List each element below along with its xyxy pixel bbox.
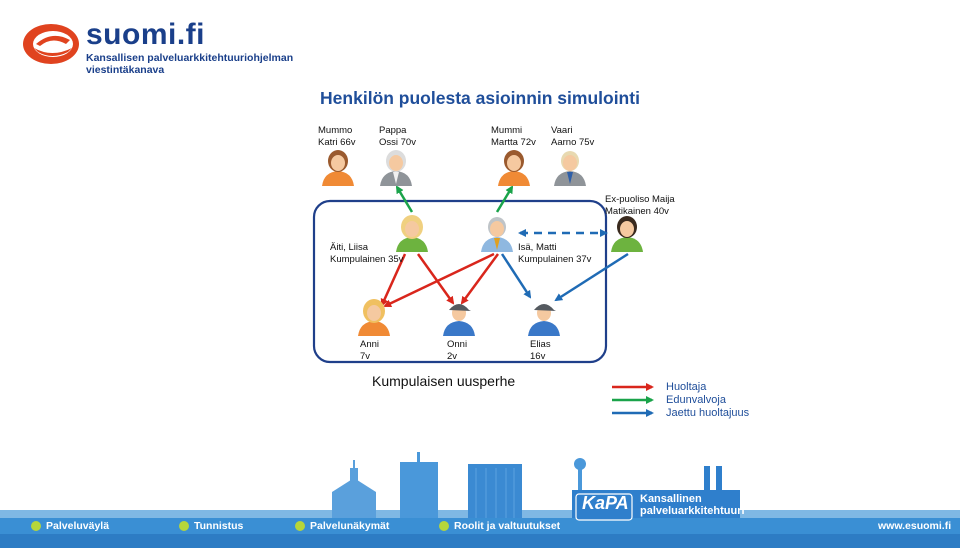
footer-palvelunakymat: Palvelunäkymät: [310, 520, 389, 532]
family-box: [314, 201, 606, 362]
arrow-liisa-to-ossi: [397, 187, 412, 212]
church-building: [332, 460, 376, 522]
label-aarno-role: Vaari: [551, 125, 594, 137]
kapa-caption: Kansallinen palveluarkkitehtuuri: [640, 493, 745, 517]
label-ossi-role: Pappa: [379, 125, 416, 137]
family-caption: Kumpulaisen uusperhe: [372, 373, 515, 389]
person-martta-avatar: [498, 150, 530, 186]
label-onni-name: Onni: [447, 339, 467, 351]
label-ossi: Pappa Ossi 70v: [379, 125, 416, 149]
label-maija-role: Ex-puoliso Maija: [605, 194, 675, 206]
footer-palveluvayla: Palveluväylä: [46, 520, 109, 532]
label-katri: Mummo Katri 66v: [318, 125, 356, 149]
label-aarno-name: Aarno 75v: [551, 137, 594, 149]
label-onni: Onni 2v: [447, 339, 467, 363]
person-onni-avatar: [443, 304, 475, 336]
label-martta-name: Martta 72v: [491, 137, 536, 149]
label-liisa: Äiti, Liisa Kumpulainen 35v: [330, 242, 403, 266]
label-katri-role: Mummo: [318, 125, 356, 137]
label-anni-age: 7v: [360, 351, 379, 363]
person-aarno-avatar: [554, 151, 586, 186]
label-matti-role: Isä, Matti: [518, 242, 591, 254]
person-matti-avatar: [481, 217, 513, 252]
arrow-liisa-to-onni: [418, 254, 453, 303]
footer-roolit: Roolit ja valtuutukset: [454, 520, 560, 532]
person-elias-avatar: [528, 304, 560, 336]
label-ossi-name: Ossi 70v: [379, 137, 416, 149]
label-maija: Ex-puoliso Maija Matikainen 40v: [605, 194, 675, 218]
label-martta: Mummi Martta 72v: [491, 125, 536, 149]
person-ossi-avatar: [380, 150, 412, 186]
label-liisa-role: Äiti, Liisa: [330, 242, 403, 254]
kapa-line1: Kansallinen: [640, 493, 745, 505]
label-matti: Isä, Matti Kumpulainen 37v: [518, 242, 591, 266]
label-aarno: Vaari Aarno 75v: [551, 125, 594, 149]
kapa-line2: palveluarkkitehtuuri: [640, 505, 745, 517]
label-matti-name: Kumpulainen 37v: [518, 254, 591, 266]
label-elias-age: 16v: [530, 351, 551, 363]
label-maija-name: Matikainen 40v: [605, 206, 675, 218]
footer-tunnistus: Tunnistus: [194, 520, 243, 532]
label-anni-name: Anni: [360, 339, 379, 351]
footer-url[interactable]: www.esuomi.fi: [878, 520, 951, 532]
water-tower: [574, 458, 586, 494]
label-onni-age: 2v: [447, 351, 467, 363]
legend-huoltaja: Huoltaja: [666, 381, 706, 394]
label-katri-name: Katri 66v: [318, 137, 356, 149]
arrow-matti-to-martta: [497, 187, 512, 212]
person-katri-avatar: [322, 150, 354, 186]
tower-1: [400, 462, 438, 522]
label-elias: Elias 16v: [530, 339, 551, 363]
label-martta-role: Mummi: [491, 125, 536, 137]
person-maija-avatar: [611, 216, 643, 252]
label-anni: Anni 7v: [360, 339, 379, 363]
label-elias-name: Elias: [530, 339, 551, 351]
legend-edunvalvoja: Edunvalvoja: [666, 394, 726, 407]
legend-jaettu: Jaettu huoltajuus: [666, 407, 749, 420]
label-liisa-name: Kumpulainen 35v: [330, 254, 403, 266]
kapa-logo: KaPA: [582, 493, 629, 514]
